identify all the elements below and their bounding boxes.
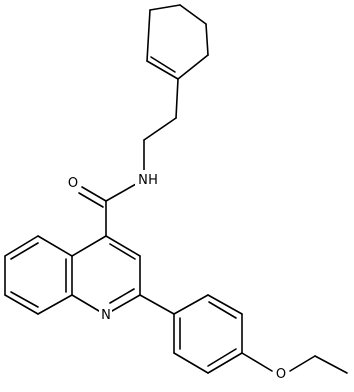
bond (241, 352, 273, 372)
double-bond-inner (207, 348, 237, 367)
bond (175, 78, 179, 119)
double-bond-inner (208, 301, 237, 319)
atom-label-amide-nh: N H (135, 170, 159, 188)
bond (146, 9, 151, 62)
amide-group (78, 183, 137, 237)
bond (146, 60, 179, 80)
nitrogen-ring-label: N (101, 308, 111, 323)
bond (71, 294, 100, 312)
atom-label-nitrogen-ring: N (99, 305, 112, 323)
atom-label-oxygen-carbonyl: O (66, 173, 80, 191)
carbonyl-bond (81, 186, 107, 202)
oxygen-ether-label: O (276, 367, 286, 382)
double-bond-inner (10, 242, 39, 260)
bond (149, 4, 181, 11)
bond (289, 355, 316, 372)
ethoxy-group (241, 352, 348, 374)
oxygen-carbonyl-label: O (68, 176, 78, 191)
bond (205, 23, 209, 56)
ethyl-linker (143, 78, 179, 171)
double-bond-inner (10, 291, 39, 308)
bond (143, 117, 177, 141)
bond (105, 183, 137, 202)
carbonyl-bond-double (78, 192, 104, 208)
nitrogen-amide-label: N (138, 173, 148, 188)
biaryl-bond (139, 294, 175, 315)
quinoline-pyridine-ring (71, 235, 141, 312)
bond (207, 294, 243, 315)
bond (71, 235, 107, 257)
bond (179, 4, 207, 25)
atom-label-oxygen-ether: O (274, 364, 289, 382)
bond (314, 355, 348, 374)
double-bond-inner (109, 288, 135, 304)
hydrogen-amide-label: H (148, 173, 158, 188)
bond (173, 352, 209, 374)
bond (177, 54, 209, 80)
double-bond-inner (150, 56, 176, 73)
bond (4, 235, 39, 257)
bond (105, 235, 141, 257)
bond (37, 294, 73, 315)
bond (111, 294, 141, 312)
quinoline-benzo-ring (4, 235, 73, 315)
bond (37, 235, 73, 257)
cyclohexene-ring (146, 4, 209, 80)
bond (173, 294, 209, 315)
bond (4, 294, 39, 315)
bond (207, 352, 243, 374)
double-bond-inner (109, 243, 136, 260)
ethoxyphenyl-ring (173, 294, 243, 374)
